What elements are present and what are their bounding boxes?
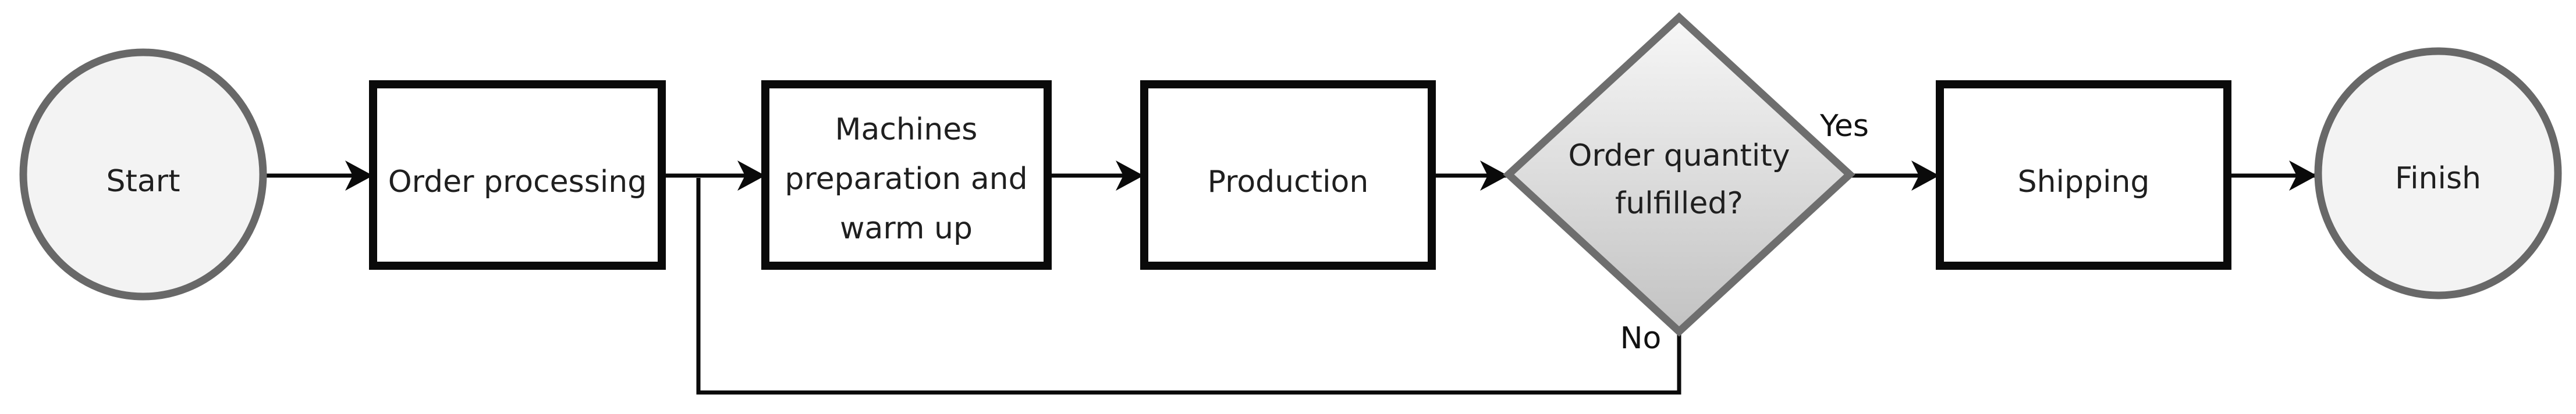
decision-diamond-shape xyxy=(1503,12,1855,337)
start-label: Start xyxy=(106,164,180,199)
node-start: Start xyxy=(19,48,267,301)
decision-label-line1: Order quantity xyxy=(1568,138,1790,173)
finish-label: Finish xyxy=(2395,161,2481,196)
finish-terminator-shape xyxy=(2314,47,2562,299)
order-processing-box xyxy=(369,80,666,270)
machines-preparation-box xyxy=(761,80,1052,270)
edges xyxy=(263,160,2317,395)
machines-preparation-label-line3: warm up xyxy=(840,211,973,246)
machines-preparation-label-line2: preparation and xyxy=(785,162,1027,197)
node-decision: Order quantity fulfilled? xyxy=(1503,12,1855,337)
order-processing-label: Order processing xyxy=(388,165,647,199)
edge-label-no: No xyxy=(1620,321,1662,356)
production-box xyxy=(1140,80,1436,270)
start-terminator-shape xyxy=(19,48,267,301)
edge-decision-no-feedback-loop xyxy=(696,178,1681,395)
edge-label-yes: Yes xyxy=(1819,109,1869,144)
node-production: Production xyxy=(1140,80,1436,270)
machines-preparation-label-line1: Machines xyxy=(835,112,978,147)
shipping-label: Shipping xyxy=(2018,165,2150,199)
node-shipping: Shipping xyxy=(1936,80,2231,270)
production-label: Production xyxy=(1208,165,1369,199)
node-finish: Finish xyxy=(2314,47,2562,299)
shipping-box xyxy=(1936,80,2231,270)
decision-label-line2: fulfilled? xyxy=(1615,186,1743,221)
node-machines-preparation: Machines preparation and warm up xyxy=(761,80,1052,270)
node-order-processing: Order processing xyxy=(369,80,666,270)
